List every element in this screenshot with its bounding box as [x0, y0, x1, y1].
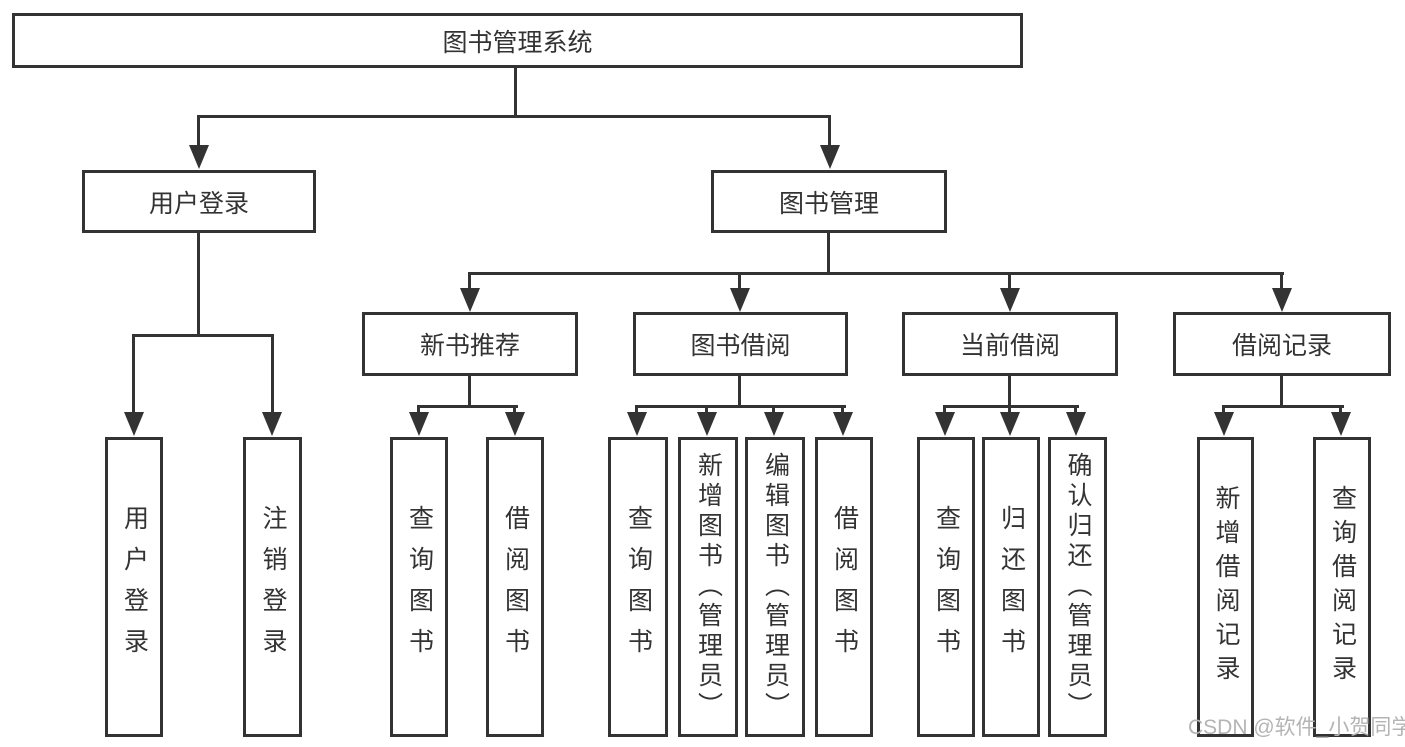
arrowhead-down-icon	[764, 412, 784, 436]
leaf-borrow-books-1: 借阅图书	[486, 437, 544, 737]
leaf-add-book-admin: 新增图书（管理员）	[678, 437, 738, 737]
leaf-edit-book-admin-label: 编辑图书（管理员）	[761, 452, 790, 722]
leaf-query-books-2-label: 查询图书	[624, 505, 653, 669]
connector-line	[197, 115, 200, 148]
arrowhead-down-icon	[730, 288, 750, 312]
leaf-edit-book-admin: 编辑图书（管理员）	[745, 437, 805, 737]
connector-line	[468, 376, 471, 408]
connector-line	[1222, 405, 1344, 408]
connector-line	[772, 405, 775, 415]
connector-line	[468, 272, 1284, 275]
connector-line	[943, 405, 1079, 408]
leaf-query-borrow-record: 查询借阅记录	[1313, 437, 1371, 737]
arrowhead-down-icon	[124, 412, 144, 436]
arrowhead-down-icon	[1000, 288, 1020, 312]
connector-line	[1280, 376, 1283, 408]
leaf-query-books-2: 查询图书	[608, 437, 668, 737]
leaf-query-books-3: 查询图书	[917, 437, 975, 737]
leaf-logout: 注销登录	[243, 437, 302, 737]
leaf-user-login: 用户登录	[105, 437, 163, 737]
leaf-borrow-books-1-label: 借阅图书	[501, 505, 530, 669]
arrowhead-down-icon	[460, 288, 480, 312]
node-borrow-records: 借阅记录	[1173, 312, 1391, 376]
connector-line	[271, 334, 274, 414]
node-new-book-recommend-label: 新书推荐	[419, 332, 520, 360]
connector-line	[417, 405, 420, 415]
connector-line	[1008, 272, 1011, 290]
arrowhead-down-icon	[409, 412, 429, 436]
node-book-borrow-label: 图书借阅	[690, 332, 791, 360]
arrowhead-down-icon	[189, 145, 209, 169]
node-root: 图书管理系统	[12, 13, 1023, 68]
arrowhead-down-icon	[1272, 288, 1292, 312]
connector-line	[1074, 405, 1077, 415]
leaf-add-borrow-record: 新增借阅记录	[1197, 437, 1254, 737]
connector-line	[197, 233, 200, 336]
connector-line	[1339, 405, 1342, 415]
leaf-return-book: 归还图书	[982, 437, 1040, 737]
csdn-watermark: CSDN @软件_小贺同学	[1188, 716, 1405, 739]
node-borrow-records-label: 借阅记录	[1231, 332, 1332, 360]
connector-line	[841, 405, 844, 415]
arrowhead-down-icon	[1066, 412, 1086, 436]
node-current-borrow: 当前借阅	[902, 312, 1118, 376]
leaf-add-borrow-record-label: 新增借阅记录	[1212, 485, 1240, 689]
connector-line	[468, 272, 471, 290]
connector-line	[943, 405, 946, 415]
leaf-query-books-1-label: 查询图书	[405, 505, 434, 669]
connector-line	[132, 334, 135, 414]
node-root-label: 图书管理系统	[442, 28, 593, 57]
node-user-login-label: 用户登录	[148, 189, 249, 218]
connector-line	[197, 115, 831, 118]
connector-line	[1280, 272, 1283, 290]
connector-line	[738, 376, 741, 408]
arrowhead-down-icon	[1000, 412, 1020, 436]
arrowhead-down-icon	[935, 412, 955, 436]
leaf-add-book-admin-label: 新增图书（管理员）	[694, 452, 723, 722]
arrowhead-down-icon	[1331, 412, 1351, 436]
connector-line	[417, 405, 518, 408]
connector-line	[514, 68, 517, 117]
leaf-confirm-return-admin-label: 确认归还（管理员）	[1064, 452, 1092, 722]
node-current-borrow-label: 当前借阅	[959, 332, 1060, 360]
connector-line	[705, 405, 708, 415]
leaf-query-borrow-record-label: 查询借阅记录	[1328, 485, 1357, 689]
arrowhead-down-icon	[697, 412, 717, 436]
connector-line	[828, 115, 831, 148]
arrowhead-down-icon	[820, 145, 840, 169]
leaf-user-login-label: 用户登录	[120, 505, 149, 669]
node-user-login: 用户登录	[82, 170, 316, 233]
leaf-logout-label: 注销登录	[259, 505, 287, 669]
node-new-book-recommend: 新书推荐	[362, 312, 578, 376]
node-book-borrow: 图书借阅	[633, 312, 848, 376]
node-book-management: 图书管理	[711, 170, 947, 233]
connector-line	[827, 233, 830, 275]
connector-line	[635, 405, 846, 408]
connector-line	[1222, 405, 1225, 415]
connector-line	[1008, 405, 1011, 415]
arrowhead-down-icon	[627, 412, 647, 436]
leaf-confirm-return-admin: 确认归还（管理员）	[1048, 437, 1107, 737]
leaf-borrow-books-2: 借阅图书	[815, 437, 873, 737]
leaf-query-books-3-label: 查询图书	[932, 505, 961, 669]
arrowhead-down-icon	[833, 412, 853, 436]
arrowhead-down-icon	[262, 412, 282, 436]
leaf-return-book-label: 归还图书	[997, 505, 1026, 669]
connector-line	[513, 405, 516, 415]
node-book-management-label: 图书管理	[778, 189, 879, 218]
leaf-borrow-books-2-label: 借阅图书	[830, 505, 859, 669]
leaf-query-books-1: 查询图书	[390, 437, 448, 737]
arrowhead-down-icon	[505, 412, 525, 436]
arrowhead-down-icon	[1214, 412, 1234, 436]
connector-line	[132, 334, 274, 337]
connector-line	[738, 272, 741, 290]
connector-line	[1008, 376, 1011, 408]
connector-line	[635, 405, 638, 415]
